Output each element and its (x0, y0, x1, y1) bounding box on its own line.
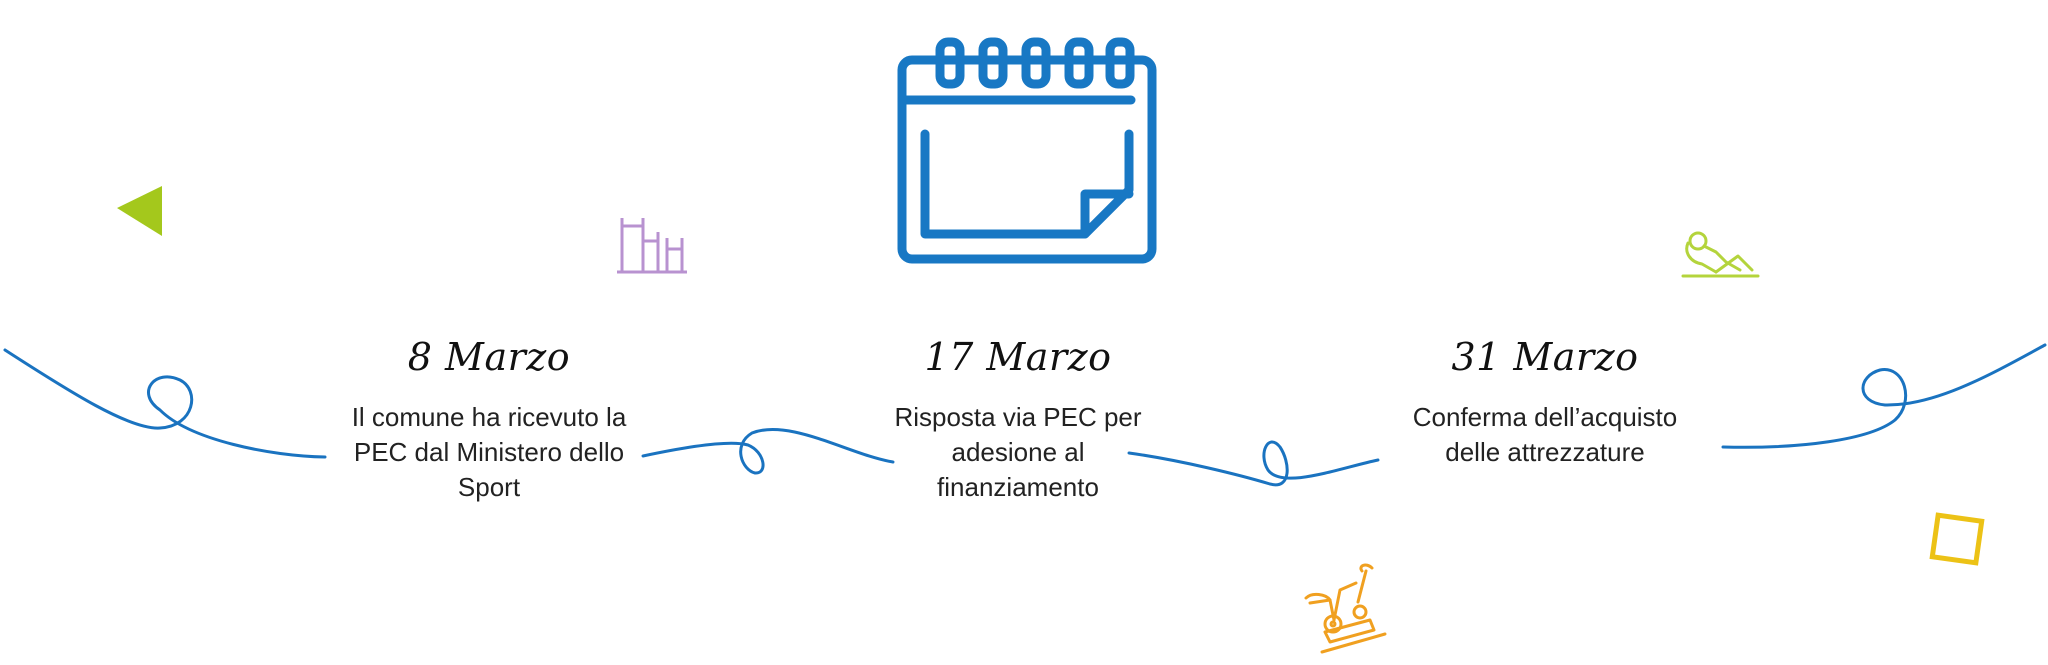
square-shape (1929, 512, 1985, 566)
timeline-curve-2 (1127, 440, 1380, 487)
timeline-curve-left (3, 348, 327, 459)
timeline-event: 8 Marzo Il comune ha ricevuto la PEC dal… (339, 330, 639, 505)
exercise-bike-icon (1304, 563, 1387, 654)
timeline-connector (3, 343, 2047, 487)
timeline-curve-right (1721, 343, 2047, 449)
triangle-shape (117, 186, 162, 236)
timeline-event: 17 Marzo Risposta via PEC per adesione a… (868, 330, 1168, 505)
parallel-bars-icon (617, 218, 687, 274)
event-description: Risposta via PEC per adesione al finanzi… (894, 402, 1142, 502)
situp-icon (1681, 231, 1760, 278)
calendar-icon (897, 37, 1157, 264)
timeline-event: 31 Marzo Conferma dell’acquisto delle at… (1395, 330, 1695, 470)
timeline-curve-1 (641, 427, 895, 475)
event-date: 31 Marzo (1451, 335, 1639, 379)
event-description: Il comune ha ricevuto la PEC dal Ministe… (351, 402, 627, 502)
event-description: Conferma dell’acquisto delle attrezzatur… (1412, 402, 1678, 467)
event-date: 17 Marzo (924, 335, 1112, 379)
event-date: 8 Marzo (407, 335, 571, 379)
